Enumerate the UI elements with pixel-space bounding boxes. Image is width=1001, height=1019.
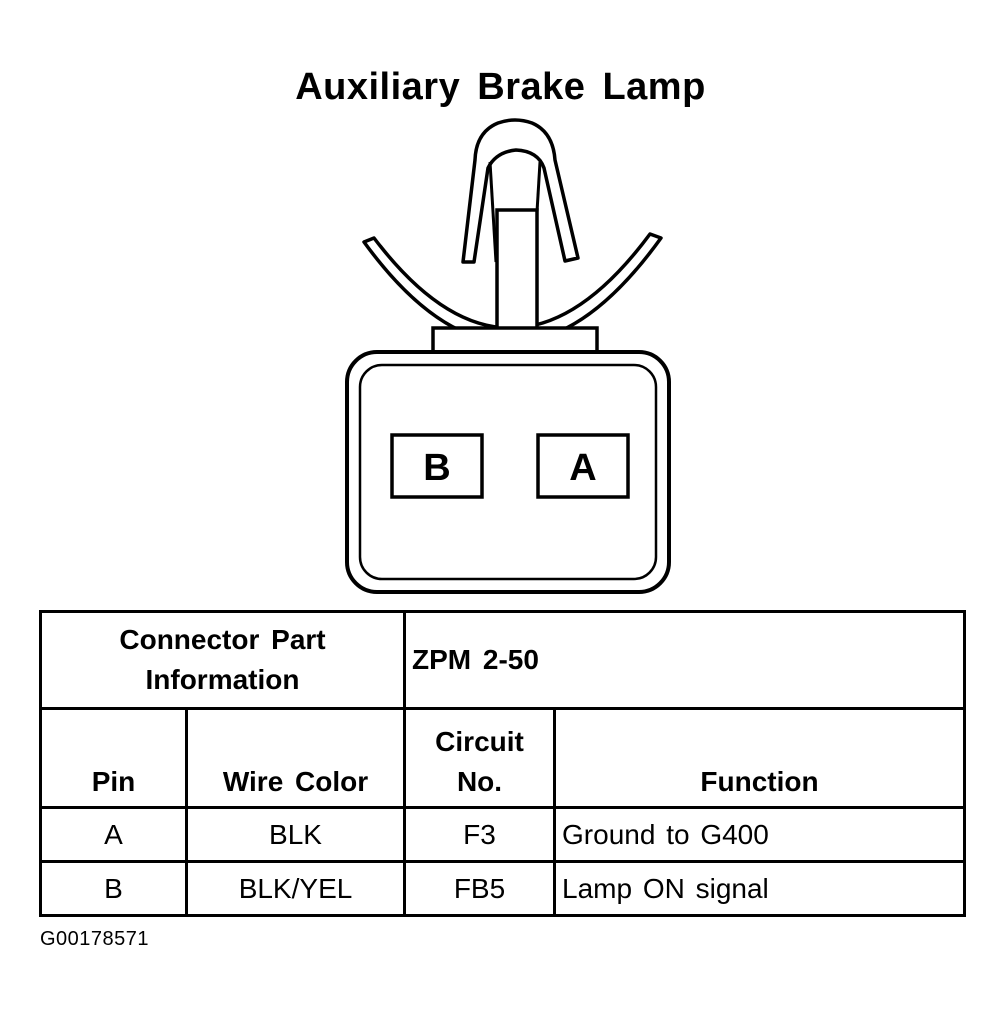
table-row: B BLK/YEL FB5 Lamp ON signal xyxy=(39,860,967,917)
connector-retaining-arm xyxy=(362,232,663,345)
header-pin: Pin xyxy=(39,707,188,809)
row-a-function: Ground to G400 xyxy=(553,806,967,863)
row-b-pin: B xyxy=(39,860,188,917)
pin-cavity-a xyxy=(536,433,630,499)
pin-cavity-b-label: B xyxy=(423,447,450,489)
pin-cavity-a-label: A xyxy=(569,447,596,489)
pin-cavity-b xyxy=(390,433,484,499)
part-info-label: Connector Part Information xyxy=(38,610,407,710)
connector-push-clip xyxy=(461,118,580,332)
row-a-circuit: F3 xyxy=(403,806,557,863)
figure-id: G00178571 xyxy=(40,928,150,950)
row-b-circuit: FB5 xyxy=(403,860,557,917)
table-header-row: Pin Wire Color Circuit No. Function xyxy=(39,707,967,809)
row-a-wire-color: BLK xyxy=(184,806,407,863)
row-b-function: Lamp ON signal xyxy=(553,860,967,917)
header-function: Function xyxy=(553,707,967,809)
header-wire-color: Wire Color xyxy=(184,707,407,809)
row-b-wire-color: BLK/YEL xyxy=(184,860,407,917)
connector-neck xyxy=(431,326,599,356)
header-circuit: Circuit No. xyxy=(403,707,557,809)
connector-body-inner xyxy=(358,363,658,581)
connector-body xyxy=(345,350,671,594)
part-info-row: Connector Part Information ZPM 2-50 xyxy=(38,610,967,710)
connector-drawing: B A xyxy=(345,118,671,594)
table-row: A BLK F3 Ground to G400 xyxy=(39,806,967,863)
row-a-pin: A xyxy=(39,806,188,863)
diagram-title: Auxiliary Brake Lamp xyxy=(295,66,706,108)
connector-info-table: Connector Part Information ZPM 2-50 Pin … xyxy=(38,610,967,917)
part-info-value: ZPM 2-50 xyxy=(403,610,967,710)
